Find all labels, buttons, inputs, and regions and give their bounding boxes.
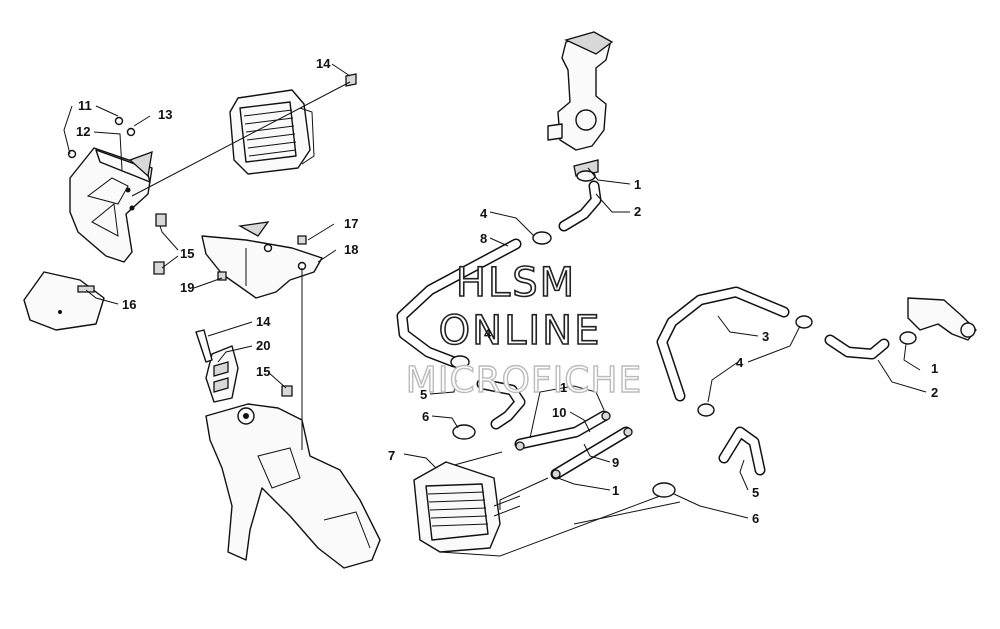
callout-6: 6 <box>752 511 759 526</box>
callout-14: 14 <box>316 56 331 71</box>
callout-5: 5 <box>420 387 427 402</box>
callout-17: 17 <box>344 216 358 231</box>
callout-7: 7 <box>388 448 395 463</box>
watermark-line3: MICROFICHE <box>406 360 642 401</box>
frame-section <box>205 403 381 569</box>
callout-1: 1 <box>931 361 938 376</box>
callout-2: 2 <box>634 204 641 219</box>
callout-labels: 14 11 13 12 15 16 17 18 19 14 20 15 1 2 … <box>76 56 938 526</box>
callout-15: 15 <box>256 364 270 379</box>
oil-cooler-7 <box>413 461 521 553</box>
oil-cooler-upper <box>229 89 315 175</box>
callout-18: 18 <box>344 242 358 257</box>
callout-5: 5 <box>752 485 759 500</box>
bracket-12 <box>69 147 153 263</box>
leaders-left <box>63 63 351 450</box>
callout-1: 1 <box>612 483 619 498</box>
mount-16 <box>23 271 105 331</box>
callout-4: 4 <box>736 355 744 370</box>
callout-20: 20 <box>256 338 270 353</box>
callout-13: 13 <box>158 107 172 122</box>
callout-15: 15 <box>180 246 194 261</box>
callout-1: 1 <box>560 380 567 395</box>
callout-6: 6 <box>422 409 429 424</box>
callout-19: 19 <box>180 280 194 295</box>
callout-14: 14 <box>256 314 271 329</box>
watermark: HLSM ONLINE MICROFICHE <box>405 259 642 402</box>
watermark-line1: HLSM <box>456 260 576 306</box>
callout-16: 16 <box>122 297 136 312</box>
callout-8: 8 <box>480 231 487 246</box>
clamps <box>450 170 917 498</box>
callout-9: 9 <box>612 455 619 470</box>
callout-1: 1 <box>634 177 641 192</box>
callout-10: 10 <box>552 405 566 420</box>
heat-shield-18 <box>201 221 323 299</box>
callout-4: 4 <box>484 326 492 341</box>
small-bracket-20 <box>205 345 239 403</box>
fasteners-left <box>67 73 357 397</box>
callout-12: 12 <box>76 124 90 139</box>
clip-15-upper <box>153 213 167 275</box>
water-pump <box>547 31 614 177</box>
hoses <box>396 180 890 510</box>
watermark-line2: ONLINE <box>439 308 602 354</box>
callout-11: 11 <box>78 98 92 113</box>
leaders-right <box>403 167 927 557</box>
callout-3: 3 <box>762 329 769 344</box>
callout-2: 2 <box>931 385 938 400</box>
callout-4: 4 <box>480 206 488 221</box>
tee-fitting <box>907 297 977 341</box>
